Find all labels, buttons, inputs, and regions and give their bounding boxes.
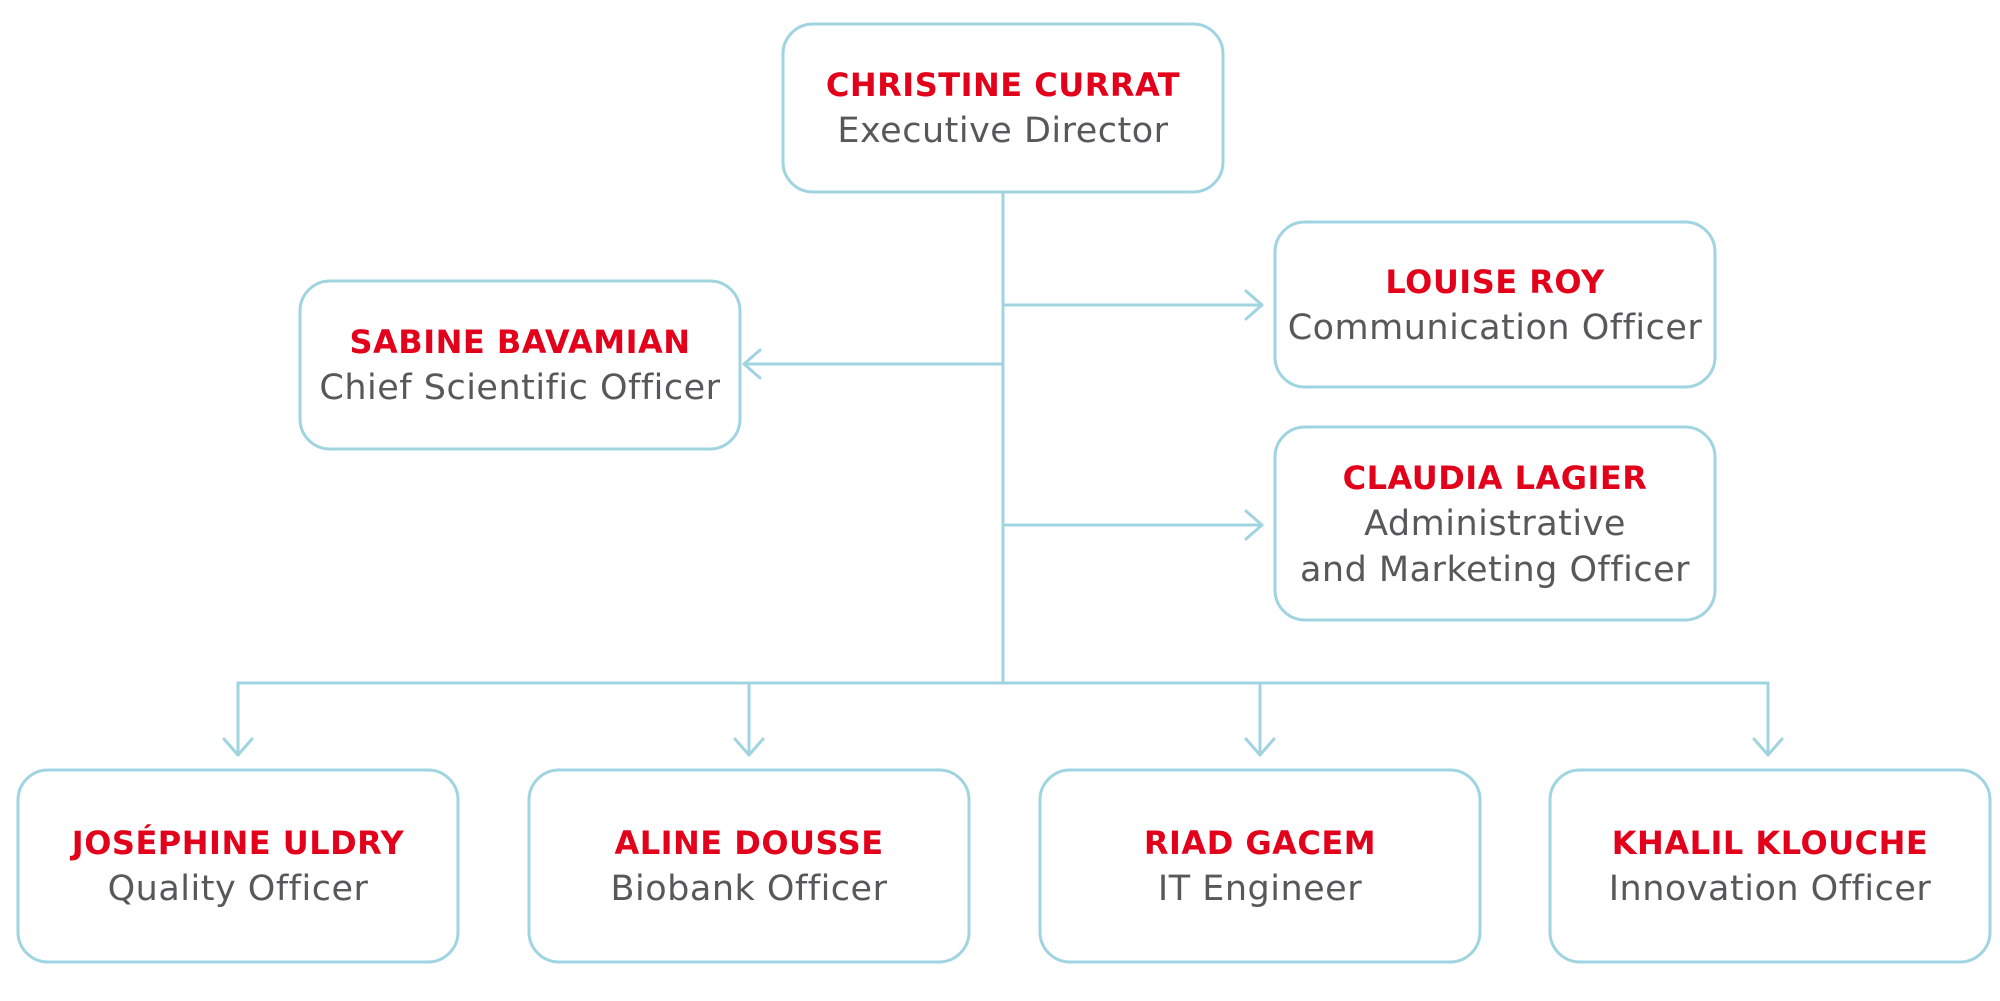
administrative-role-line1: Administrative	[1364, 503, 1626, 544]
innovation-name: KHALIL KLOUCHE	[1611, 824, 1929, 862]
quality-card: JOSÉPHINE ULDRY Quality Officer	[18, 770, 458, 962]
it-box	[1038, 768, 1482, 964]
administrative-box	[1273, 425, 1717, 622]
it-role: IT Engineer	[1157, 869, 1363, 909]
biobank-name: ALINE DOUSSE	[614, 824, 884, 862]
administrative-role-line2: and Marketing Officer	[1299, 549, 1691, 590]
administrative-name: CLAUDIA LAGIER	[1342, 458, 1648, 497]
innovation-box	[1548, 768, 1992, 964]
biobank-box	[527, 768, 971, 964]
arrow-scientific	[742, 348, 762, 380]
biobank-role: Biobank Officer	[610, 869, 888, 909]
innovation-card: KHALIL KLOUCHE Innovation Officer	[1550, 770, 1990, 962]
quality-box	[16, 768, 460, 964]
administrative-card: CLAUDIA LAGIER Administrative and Market…	[1275, 427, 1715, 620]
quality-role: Quality Officer	[107, 869, 369, 909]
scientific-name: SABINE BAVAMIAN	[349, 323, 691, 361]
scientific-box	[298, 279, 742, 451]
arrow-it	[1244, 737, 1276, 757]
director-role: Executive Director	[837, 111, 1169, 151]
director-card: CHRISTINE CURRAT Executive Director	[783, 24, 1223, 192]
arrow-innovation	[1752, 737, 1784, 757]
communication-box	[1273, 220, 1717, 389]
biobank-card: ALINE DOUSSE Biobank Officer	[529, 770, 969, 962]
arrow-biobank	[733, 737, 765, 757]
quality-name: JOSÉPHINE ULDRY	[71, 824, 405, 862]
innovation-role: Innovation Officer	[1608, 869, 1932, 909]
communication-name: LOUISE ROY	[1385, 262, 1605, 301]
arrow-communication	[1244, 289, 1264, 321]
it-card: RIAD GACEM IT Engineer	[1040, 770, 1480, 962]
director-name: CHRISTINE CURRAT	[825, 66, 1181, 104]
arrow-quality	[222, 737, 254, 757]
scientific-card: SABINE BAVAMIAN Chief Scientific Officer	[300, 281, 740, 449]
communication-card: LOUISE ROY Communication Officer	[1275, 222, 1715, 387]
arrow-administrative	[1244, 509, 1264, 541]
it-name: RIAD GACEM	[1143, 824, 1377, 862]
scientific-role: Chief Scientific Officer	[319, 368, 721, 408]
communication-role: Communication Officer	[1287, 307, 1703, 348]
